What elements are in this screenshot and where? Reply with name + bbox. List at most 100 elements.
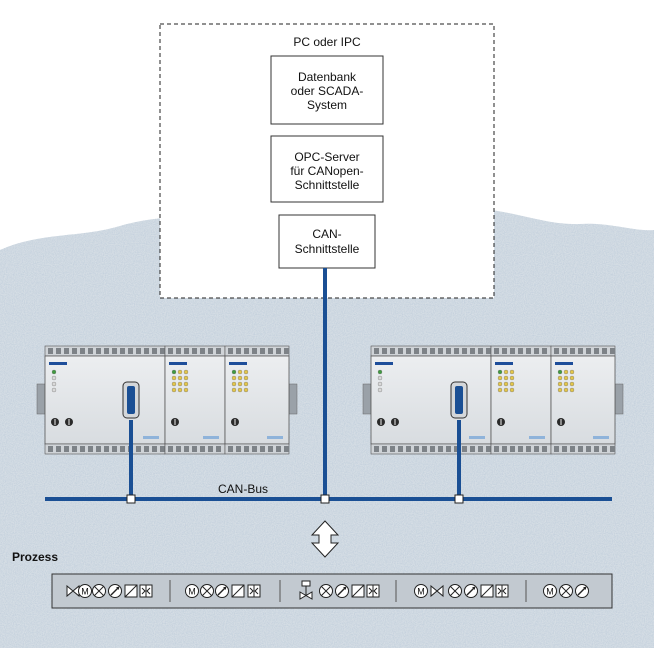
terminal-screw	[260, 348, 265, 354]
opc-server-box-frame	[270, 135, 384, 203]
motor-icon: M	[414, 584, 428, 598]
terminal-screw	[414, 446, 419, 452]
terminal-screw	[554, 348, 559, 354]
status-led-icon	[183, 369, 189, 375]
terminal-screw	[526, 348, 531, 354]
terminal-screw	[268, 446, 273, 452]
terminal-screw	[462, 348, 467, 354]
module-body	[164, 355, 226, 445]
status-led-icon	[377, 387, 383, 393]
diode-icon	[366, 584, 380, 598]
status-led-icon	[563, 387, 569, 393]
box-icon	[351, 584, 365, 598]
terminal-screw	[594, 446, 599, 452]
terminal-screw	[136, 446, 141, 452]
diode-icon	[495, 584, 509, 598]
switch-diagonal	[480, 584, 494, 598]
terminal-screw	[268, 348, 273, 354]
motor-circle	[78, 584, 92, 598]
motor-icon: M	[185, 584, 199, 598]
diode-icon	[139, 584, 153, 598]
opc-server-box-line-1: OPC-Server	[294, 150, 359, 164]
terminal-screw	[602, 446, 607, 452]
terminal-screw	[570, 348, 575, 354]
status-led-icon	[183, 375, 189, 381]
status-led-icon	[171, 387, 177, 393]
valve-body	[66, 584, 80, 598]
terminal-screw	[136, 348, 141, 354]
motor-circle	[185, 584, 199, 598]
terminal-screw	[144, 446, 149, 452]
valve-icon	[66, 584, 80, 598]
diode-icon	[247, 584, 261, 598]
status-led-icon	[237, 387, 243, 393]
terminal-screw	[462, 446, 467, 452]
terminal-screw	[406, 446, 411, 452]
sensor-icon	[108, 584, 122, 598]
status-led-icon	[177, 375, 183, 381]
opc-server-box-line-3: Schnittstelle	[295, 178, 360, 192]
terminal-screw	[152, 446, 157, 452]
terminal-screw	[454, 348, 459, 354]
box-icon	[124, 584, 138, 598]
status-led-icon	[569, 387, 575, 393]
status-led-icon	[237, 381, 243, 387]
status-led-icon	[569, 375, 575, 381]
terminal-screw	[192, 446, 197, 452]
database-box-line-3: System	[307, 98, 347, 112]
terminal-screw	[374, 348, 379, 354]
terminal-screw	[216, 446, 221, 452]
terminal-screw	[446, 348, 451, 354]
terminal-screw	[144, 348, 149, 354]
status-led-icon	[557, 369, 563, 375]
terminal-screw	[454, 446, 459, 452]
status-led-icon	[243, 375, 249, 381]
terminal-screw	[128, 348, 133, 354]
terminal-screw	[390, 348, 395, 354]
din-rail-right	[288, 383, 298, 415]
terminal-screw	[104, 348, 109, 354]
terminal-screw	[168, 348, 173, 354]
switch-diagonal	[231, 584, 245, 598]
status-led-icon	[231, 387, 237, 393]
status-led-icon	[497, 387, 503, 393]
terminal-screw	[88, 348, 93, 354]
io-module-2	[164, 345, 226, 455]
module-label-strip	[529, 436, 545, 439]
motor-circle	[414, 584, 428, 598]
actuator-head	[301, 580, 311, 587]
terminal-screw	[160, 348, 165, 354]
diode-arrow-l	[249, 587, 254, 595]
terminal-screw	[542, 446, 547, 452]
terminal-screw	[534, 446, 539, 452]
can-interface-box-line-1: CAN-	[312, 227, 341, 241]
can-bus-label: CAN-Bus	[218, 482, 268, 496]
switch-diagonal	[351, 584, 365, 598]
terminal-screw	[168, 446, 173, 452]
terminal-screw	[594, 348, 599, 354]
can-interface-box: CAN- Schnittstelle	[278, 214, 376, 269]
terminal-screw	[252, 348, 257, 354]
module-label-strip	[143, 436, 159, 439]
io-module-1	[44, 345, 166, 455]
lamp-icon	[92, 584, 106, 598]
terminal-screw	[470, 348, 475, 354]
diode-arrow-l	[141, 587, 146, 595]
sensor-icon	[215, 584, 229, 598]
terminal-screw	[586, 446, 591, 452]
diode-arrow-r	[146, 587, 151, 595]
switch-diagonal	[124, 584, 138, 598]
status-led-icon	[237, 369, 243, 375]
motor-letter: M	[417, 587, 425, 597]
io-module-5	[490, 345, 552, 455]
terminal-screw	[534, 348, 539, 354]
sensor-icon	[575, 584, 589, 598]
terminal-screw	[80, 446, 85, 452]
terminal-screw	[152, 348, 157, 354]
bus-junction-right	[454, 494, 464, 504]
cable-plug	[455, 386, 463, 414]
terminal-screw	[48, 446, 53, 452]
terminal-screw	[562, 446, 567, 452]
status-led-icon	[377, 375, 383, 381]
terminal-screw	[494, 446, 499, 452]
